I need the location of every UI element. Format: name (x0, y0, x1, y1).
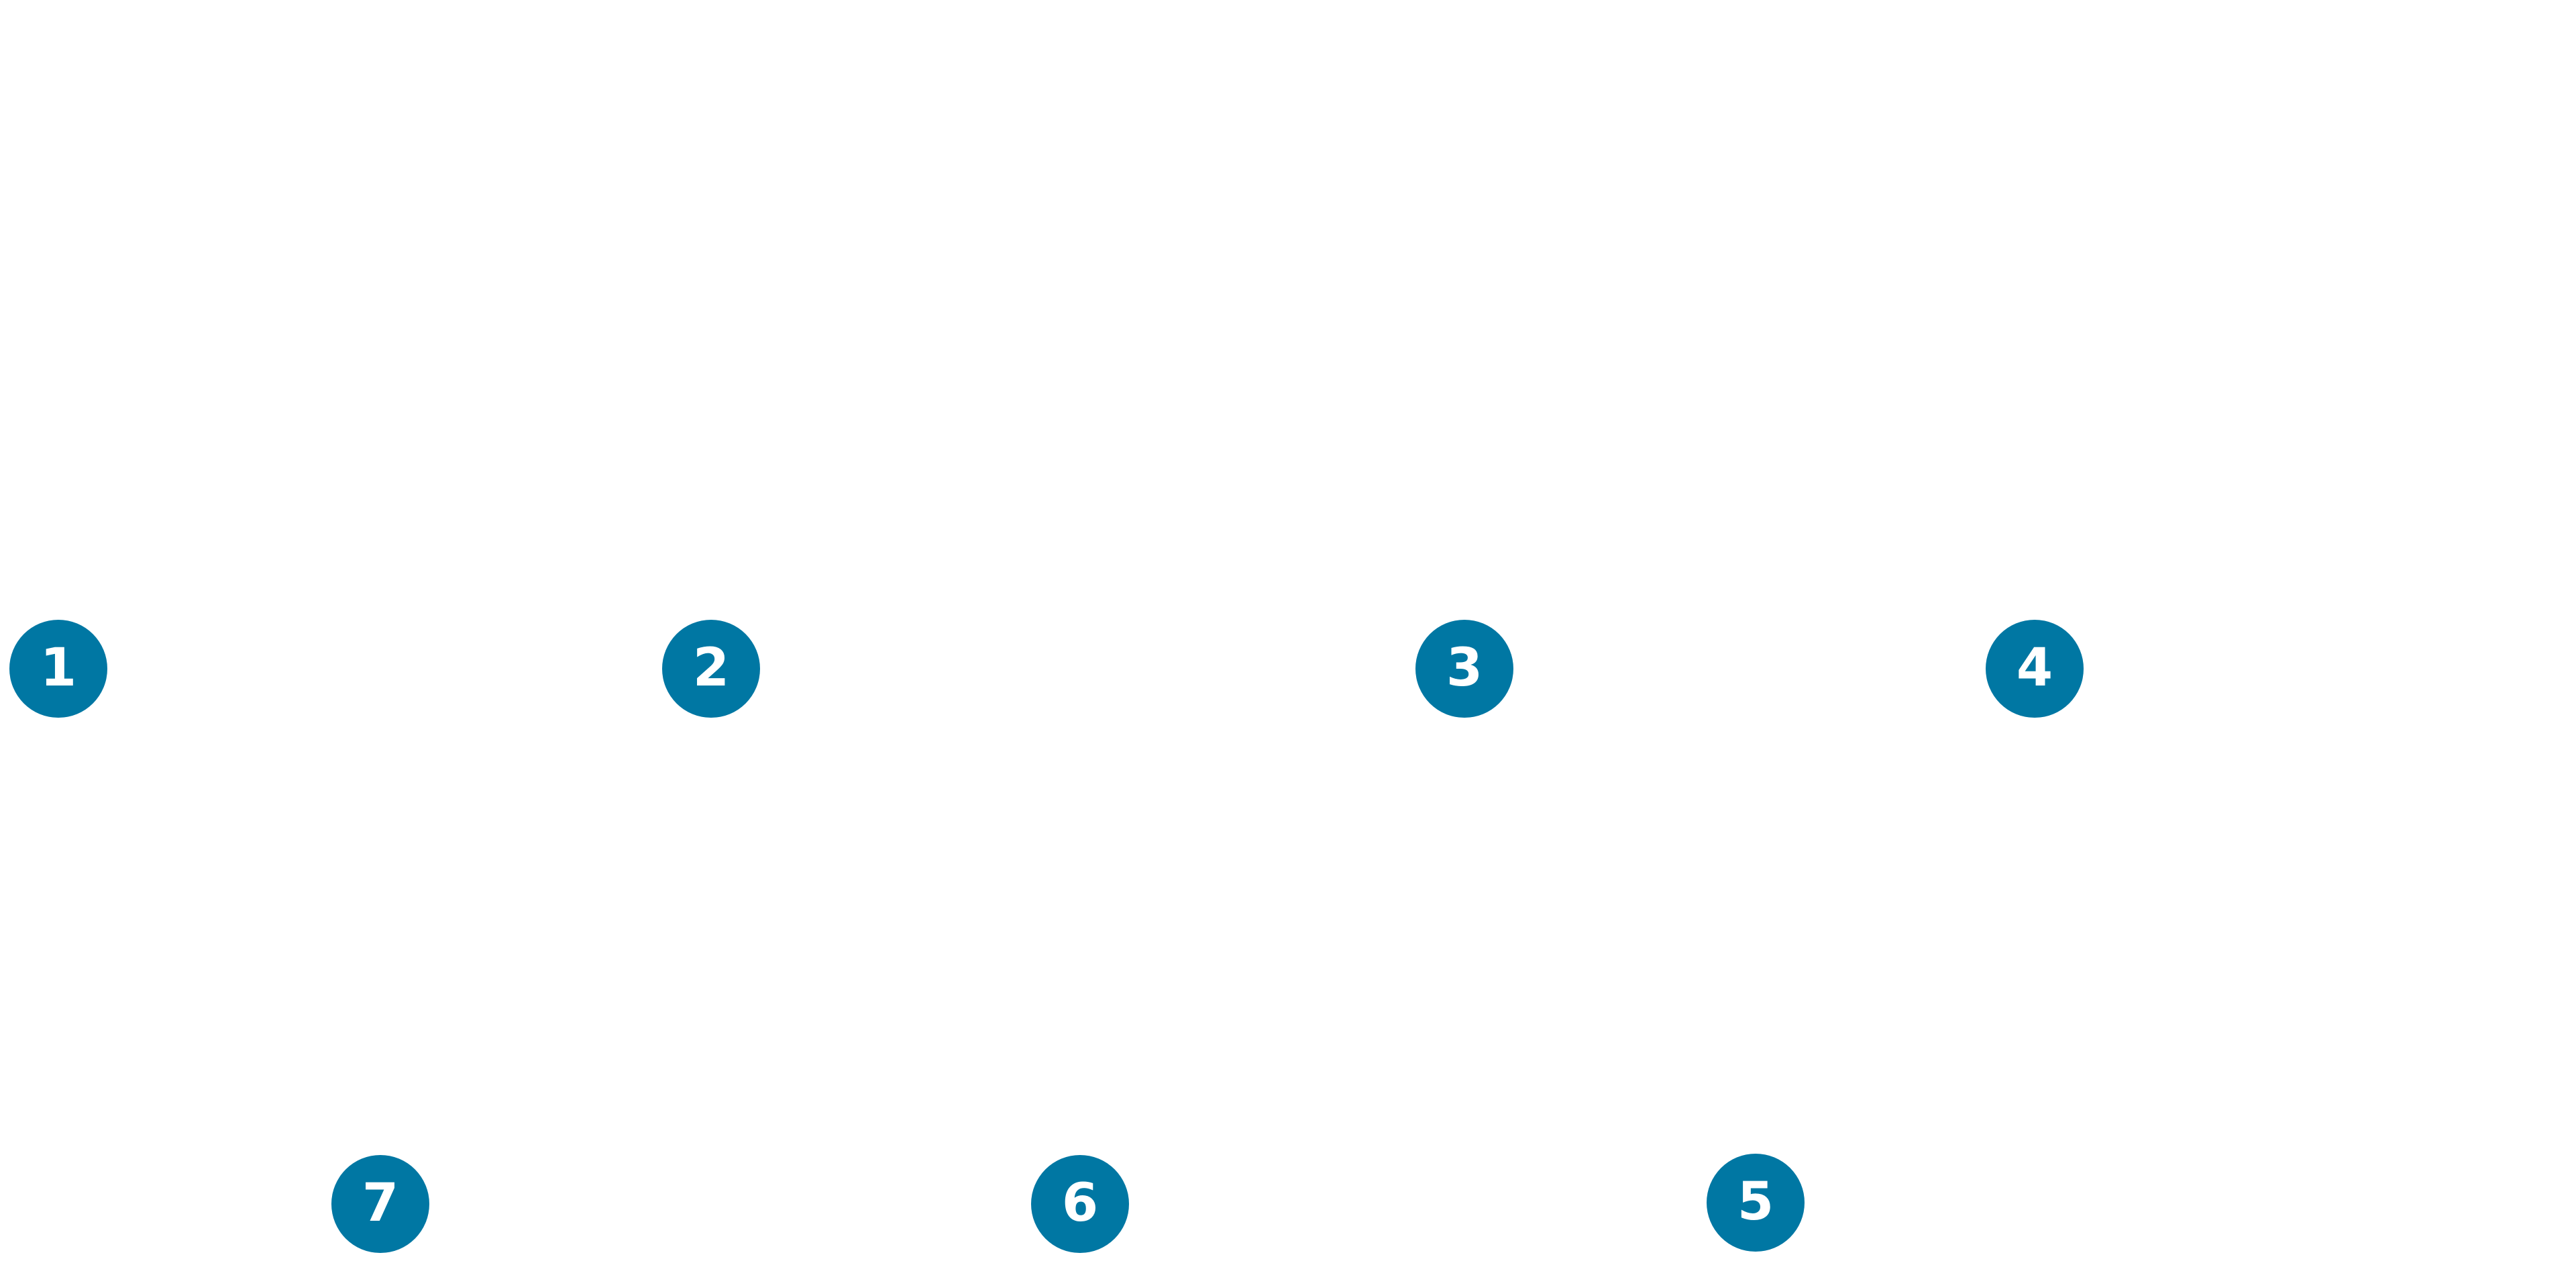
step-marker-5: 5 (1707, 1154, 1805, 1252)
step-marker-3: 3 (1415, 620, 1513, 718)
step-marker-2: 2 (662, 620, 760, 718)
step-marker-6: 6 (1031, 1155, 1129, 1253)
step-marker-label: 6 (1061, 1173, 1099, 1233)
step-marker-label: 1 (40, 638, 77, 698)
step-marker-label: 3 (1446, 638, 1483, 698)
step-marker-label: 2 (692, 638, 730, 698)
step-marker-label: 7 (362, 1173, 399, 1233)
step-marker-label: 4 (2016, 638, 2053, 698)
step-marker-1: 1 (9, 620, 107, 718)
step-marker-7: 7 (331, 1155, 429, 1253)
step-marker-label: 5 (1737, 1172, 1774, 1232)
step-marker-4: 4 (1986, 620, 2084, 718)
